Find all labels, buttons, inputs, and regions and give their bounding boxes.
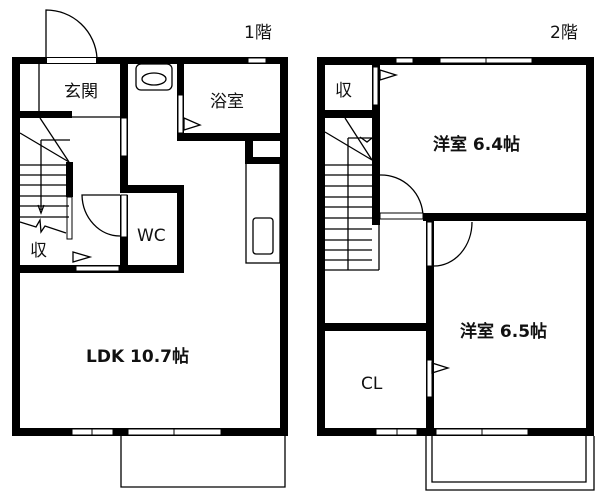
- room-storage-1f-label: 収: [30, 241, 47, 261]
- staircase-icon: [19, 117, 70, 234]
- room-bath-label: 浴室: [210, 92, 244, 112]
- room-western-1-label: 洋室 6.4帖: [433, 134, 520, 155]
- floor-1-label: 1階: [244, 23, 272, 43]
- room-wc-label: WC: [137, 226, 166, 246]
- floor-2-plan: [317, 57, 595, 491]
- room-western-2-label: 洋室 6.5帖: [460, 321, 547, 342]
- staircase-icon: [324, 117, 380, 271]
- entrance-door-icon: [45, 9, 98, 59]
- floor-2-label: 2階: [550, 23, 578, 43]
- room-closet-label: CL: [361, 374, 383, 394]
- floor-1-plan: [12, 9, 288, 488]
- room-ldk-label: LDK 10.7帖: [86, 346, 189, 367]
- room-entrance-label: 玄関: [64, 82, 98, 102]
- room-storage-2f-label: 収: [335, 81, 352, 101]
